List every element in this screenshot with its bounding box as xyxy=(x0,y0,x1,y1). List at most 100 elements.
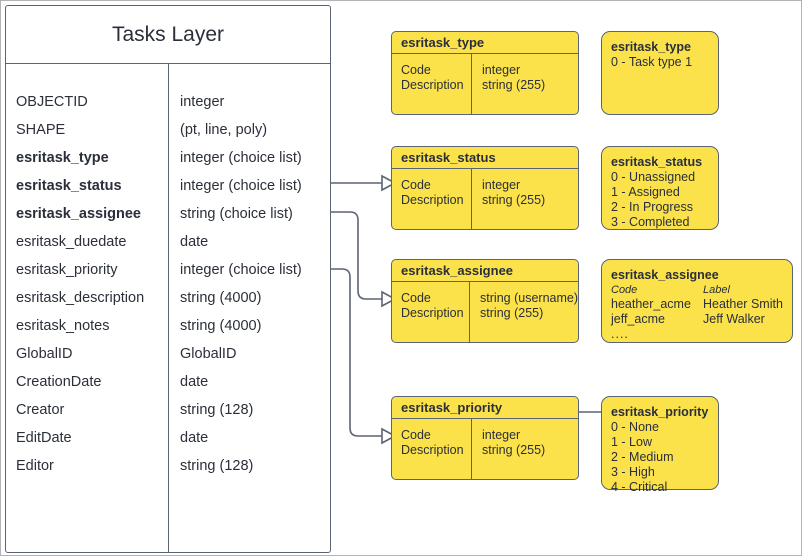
definition-type: string (username) xyxy=(480,291,578,305)
table-row[interactable]: esritask_duedate date xyxy=(6,228,330,256)
field-type: string (128) xyxy=(180,458,254,474)
value-list-item: 2 - Medium xyxy=(611,450,674,464)
definition-type: string (255) xyxy=(482,443,546,457)
field-type: (pt, line, poly) xyxy=(180,122,268,138)
definition-box-body: Code Description integer string (255) xyxy=(392,54,578,114)
value-grid-row: jeff_acme Jeff Walker xyxy=(611,312,783,327)
definition-label: Code xyxy=(401,291,431,305)
table-row[interactable]: EditDate date xyxy=(6,424,330,452)
value-list-esritask-priority[interactable]: esritask_priority 0 - None 1 - Low 2 - M… xyxy=(601,396,719,494)
field-name: esritask_priority xyxy=(16,262,118,278)
table-row[interactable]: esritask_notes string (4000) xyxy=(6,312,330,340)
table-row[interactable]: OBJECTID integer xyxy=(6,88,330,116)
value-list-title: esritask_status xyxy=(611,155,703,169)
definition-box-esritask-status[interactable]: esritask_status Code Description integer… xyxy=(391,146,579,230)
field-type: GlobalID xyxy=(180,346,237,362)
definition-type: integer xyxy=(482,178,521,192)
definition-label: Description xyxy=(401,306,464,320)
field-name: OBJECTID xyxy=(16,94,88,110)
entity-body: OBJECTID integer SHAPE (pt, line, poly) … xyxy=(6,64,330,552)
field-name: SHAPE xyxy=(16,122,66,138)
field-type: integer xyxy=(180,94,225,110)
value-list-item: 0 - Unassigned xyxy=(611,170,696,184)
field-type: integer (choice list) xyxy=(180,262,302,278)
table-row[interactable]: esritask_status integer (choice list) xyxy=(6,172,330,200)
definition-label: Code xyxy=(401,178,431,192)
definition-type: integer xyxy=(482,63,521,77)
table-row[interactable]: Creator string (128) xyxy=(6,396,330,424)
value-grid-header-code: Code xyxy=(611,284,638,296)
definition-box-title: esritask_assignee xyxy=(392,260,578,282)
definition-box-esritask-priority[interactable]: esritask_priority Code Description integ… xyxy=(391,396,579,480)
field-name: CreationDate xyxy=(16,374,102,390)
value-list-title: esritask_priority xyxy=(611,405,709,419)
value-grid-label: Heather Smith xyxy=(703,297,783,311)
table-row[interactable]: esritask_type integer (choice list) xyxy=(6,144,330,172)
connector-priority xyxy=(331,268,382,437)
definition-label: Code xyxy=(401,63,431,77)
column-divider xyxy=(168,64,169,552)
definition-labels: Code Description xyxy=(392,419,472,479)
field-name: esritask_assignee xyxy=(16,206,141,222)
field-name: Creator xyxy=(16,402,65,418)
entity-title: Tasks Layer xyxy=(6,6,330,64)
field-type: date xyxy=(180,374,209,390)
value-list-item: 1 - Assigned xyxy=(611,185,680,199)
field-type: integer (choice list) xyxy=(180,150,302,166)
table-row[interactable]: CreationDate date xyxy=(6,368,330,396)
value-list-item: 4 - Critical xyxy=(611,480,668,494)
value-list-item: 0 - Task type 1 xyxy=(611,55,693,69)
table-row[interactable]: GlobalID GlobalID xyxy=(6,340,330,368)
definition-box-body: Code Description integer string (255) xyxy=(392,419,578,479)
value-list-item: 3 - High xyxy=(611,465,655,479)
table-row[interactable]: esritask_description string (4000) xyxy=(6,284,330,312)
value-grid-code: heather_acme xyxy=(611,297,691,311)
field-type: integer (choice list) xyxy=(180,178,302,194)
definition-box-body: Code Description integer string (255) xyxy=(392,169,578,229)
definition-labels: Code Description xyxy=(392,169,472,229)
definition-label: Code xyxy=(401,428,431,442)
definition-label: Description xyxy=(401,193,464,207)
value-grid-continuation: .... xyxy=(611,327,629,341)
field-name: GlobalID xyxy=(16,346,73,362)
value-list-title: esritask_assignee xyxy=(611,268,719,282)
value-list-esritask-status[interactable]: esritask_status 0 - Unassigned 1 - Assig… xyxy=(601,146,719,230)
definition-type: string (255) xyxy=(482,78,546,92)
table-row[interactable]: SHAPE (pt, line, poly) xyxy=(6,116,330,144)
definition-labels: Code Description xyxy=(392,54,472,114)
field-name: esritask_notes xyxy=(16,318,110,334)
connector-assignee xyxy=(331,211,382,300)
table-row[interactable]: Editor string (128) xyxy=(6,452,330,480)
definition-type: integer xyxy=(482,428,521,442)
definition-box-title: esritask_priority xyxy=(392,397,578,419)
value-list-esritask-type[interactable]: esritask_type 0 - Task type 1 xyxy=(601,31,719,115)
definition-box-esritask-type[interactable]: esritask_type Code Description integer s… xyxy=(391,31,579,115)
table-row[interactable]: esritask_assignee string (choice list) xyxy=(6,200,330,228)
definition-labels: Code Description xyxy=(392,282,471,342)
table-row[interactable]: esritask_priority integer (choice list) xyxy=(6,256,330,284)
definition-box-title: esritask_type xyxy=(392,32,578,54)
field-list: OBJECTID integer SHAPE (pt, line, poly) … xyxy=(6,88,330,480)
value-grid-header: Code Label xyxy=(611,283,783,297)
field-type: date xyxy=(180,430,209,446)
field-name: EditDate xyxy=(16,430,72,446)
field-type: date xyxy=(180,234,209,250)
entity-table-tasks-layer: Tasks Layer OBJECTID integer SHAPE (pt, … xyxy=(5,5,331,553)
value-grid-header-label: Label xyxy=(703,284,730,296)
definition-box-esritask-assignee[interactable]: esritask_assignee Code Description strin… xyxy=(391,259,579,343)
definition-type: string (255) xyxy=(480,306,544,320)
value-list-item: 2 - In Progress xyxy=(611,200,693,214)
definition-types: integer string (255) xyxy=(472,54,545,114)
value-list-item: 3 - Completed xyxy=(611,215,690,229)
field-name: esritask_status xyxy=(16,178,122,194)
definition-types: integer string (255) xyxy=(472,419,545,479)
definition-types: string (username) string (255) xyxy=(470,282,578,342)
field-type: string (4000) xyxy=(180,318,262,334)
value-list-esritask-assignee[interactable]: esritask_assignee Code Label heather_acm… xyxy=(601,259,793,343)
definition-types: integer string (255) xyxy=(472,169,545,229)
field-type: string (4000) xyxy=(180,290,262,306)
field-name: Editor xyxy=(16,458,54,474)
value-grid-code: jeff_acme xyxy=(611,312,665,326)
field-name: esritask_duedate xyxy=(16,234,127,250)
